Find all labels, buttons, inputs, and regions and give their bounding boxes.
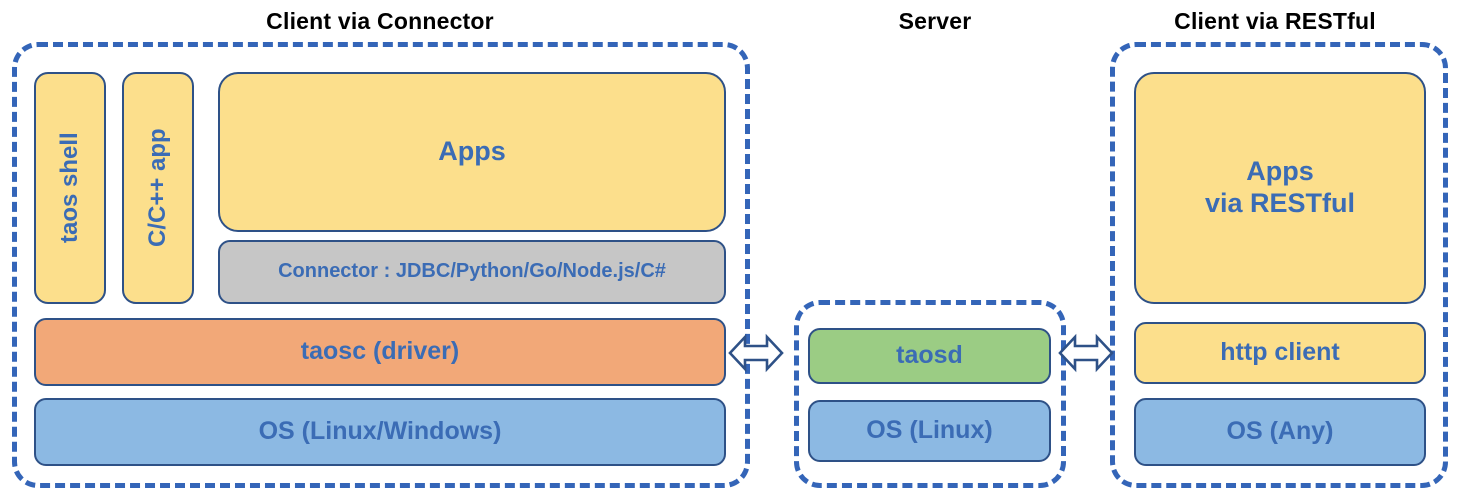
block-os-linux-windows[interactable]: OS (Linux/Windows): [34, 398, 726, 466]
section-title-client-restful: Client via RESTful: [1174, 8, 1376, 34]
bidirectional-arrow-icon: [1058, 333, 1114, 373]
section-title-client-connector: Client via Connector: [266, 8, 494, 34]
group-client-via-restful: [1110, 42, 1448, 488]
block-apps-via-restful[interactable]: Apps via RESTful: [1134, 72, 1426, 304]
block-apps[interactable]: Apps: [218, 72, 726, 232]
block-os-linux[interactable]: OS (Linux): [808, 400, 1051, 462]
block-taosc-driver[interactable]: taosc (driver): [34, 318, 726, 386]
block-taos-shell[interactable]: taos shell: [34, 72, 106, 304]
section-title-server: Server: [898, 8, 972, 34]
apps-restful-line-2: via RESTful: [1204, 188, 1356, 218]
bidirectional-arrow-icon: [728, 333, 784, 373]
block-cpp-app[interactable]: C/C++ app: [122, 72, 194, 304]
apps-restful-line-1: Apps: [1246, 156, 1314, 187]
block-taosd[interactable]: taosd: [808, 328, 1051, 384]
block-http-client[interactable]: http client: [1134, 322, 1426, 384]
group-server: [794, 300, 1066, 488]
block-os-any[interactable]: OS (Any): [1134, 398, 1426, 466]
group-client-via-connector: [12, 42, 750, 488]
block-connector-libraries[interactable]: Connector : JDBC/Python/Go/Node.js/C#: [218, 240, 726, 304]
